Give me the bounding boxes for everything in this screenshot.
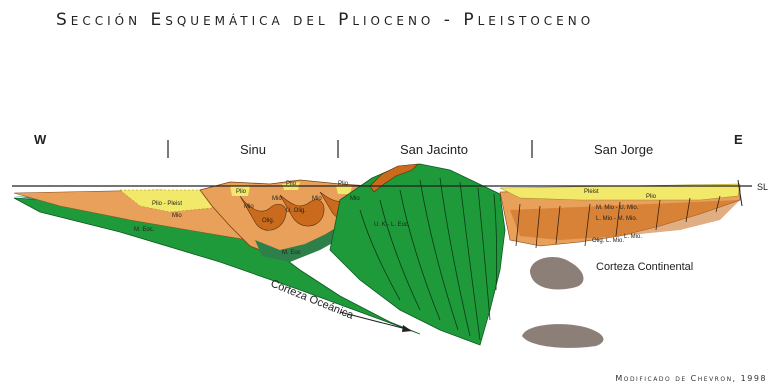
label-sea-level: SL bbox=[757, 182, 768, 192]
region-san-jacinto: San Jacinto bbox=[400, 142, 468, 157]
unit-mio-west: Mio bbox=[172, 213, 182, 219]
unit-plio-a: Plio bbox=[236, 189, 247, 195]
rock-blob-lower bbox=[522, 324, 603, 348]
unit-m-mio-u-mio: M. Mio - U. Mio. bbox=[596, 205, 639, 211]
region-sinu: Sinu bbox=[240, 142, 266, 157]
unit-u-olig: U. Olig. bbox=[286, 208, 306, 214]
yellow-plio-patch-c bbox=[336, 186, 352, 194]
unit-m-eoc-west: M. Eoc. bbox=[134, 227, 155, 233]
unit-m-eoc-2: M. Eoc bbox=[282, 250, 301, 256]
unit-mio-2: Mio bbox=[272, 196, 282, 202]
unit-pleist: Pleist bbox=[584, 189, 599, 195]
san-jacinto-uplift bbox=[330, 164, 505, 345]
unit-l-mio: L. Mio. bbox=[624, 234, 642, 240]
unit-plio-c: Plio bbox=[338, 181, 349, 187]
unit-plio-east: Plio bbox=[646, 194, 657, 200]
label-west: W bbox=[34, 132, 47, 147]
credit: Modificado de Chevron, 1998 bbox=[615, 374, 767, 383]
unit-mio-1: Mio bbox=[244, 204, 254, 210]
oceanic-arrow-head bbox=[402, 325, 412, 332]
unit-u-k-l-eoc: U. K.- L. Eoc. bbox=[374, 222, 410, 228]
unit-mio-3: Mio bbox=[312, 196, 322, 202]
rock-blob-upper bbox=[530, 257, 584, 289]
label-east: E bbox=[734, 132, 743, 147]
unit-l-mio-m-mio: L. Mio - M. Mio. bbox=[596, 216, 638, 222]
unit-olig: Olig. bbox=[262, 218, 275, 224]
region-san-jorge: San Jorge bbox=[594, 142, 653, 157]
unit-plio-pleist: Plio - Pleist bbox=[152, 201, 182, 207]
unit-mio-4: Mio bbox=[350, 196, 360, 202]
unit-plio-b: Plio bbox=[286, 181, 297, 187]
label-corteza-continental: Corteza Continental bbox=[596, 261, 693, 273]
unit-olig-l-mio: Olig. L. Mio. bbox=[592, 238, 624, 244]
